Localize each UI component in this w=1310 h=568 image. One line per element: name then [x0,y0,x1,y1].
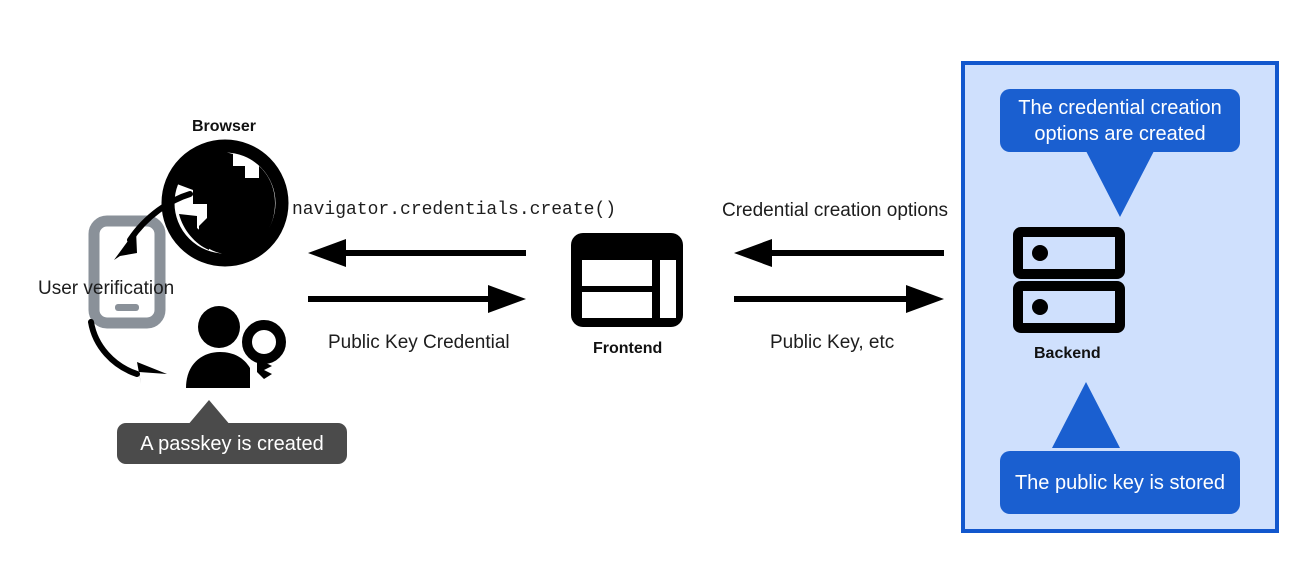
user-with-key-icon [182,306,290,392]
mobile-phone-icon [88,215,166,329]
navigator-create-label: navigator.credentials.create() [292,200,617,220]
arrow-browser-to-phone [90,186,200,266]
arrow-frontend-to-backend [732,284,946,314]
credential-creation-options-label: Credential creation options [722,200,949,221]
public-key-etc-label: Public Key, etc [770,332,895,353]
credential-options-callout-tail [1086,151,1154,217]
public-key-credential-label: Public Key Credential [328,332,510,353]
arrow-browser-to-frontend [306,284,528,314]
web-layout-icon [568,230,686,330]
public-key-stored-callout: The public key is stored [1000,451,1240,514]
user-verification-label: User verification [38,278,175,299]
server-rack-icon [1013,227,1125,334]
arrow-frontend-to-browser [306,238,528,268]
credential-options-callout: The credential creation options are crea… [1000,89,1240,152]
public-key-stored-callout-tail [1052,382,1120,448]
frontend-label: Frontend [593,340,663,357]
arrow-phone-to-user [85,318,190,390]
passkey-created-callout: A passkey is created [117,423,347,464]
arrow-backend-to-frontend [732,238,946,268]
backend-label: Backend [1034,345,1101,362]
browser-label: Browser [192,118,257,135]
passkey-callout-tail [187,400,231,426]
